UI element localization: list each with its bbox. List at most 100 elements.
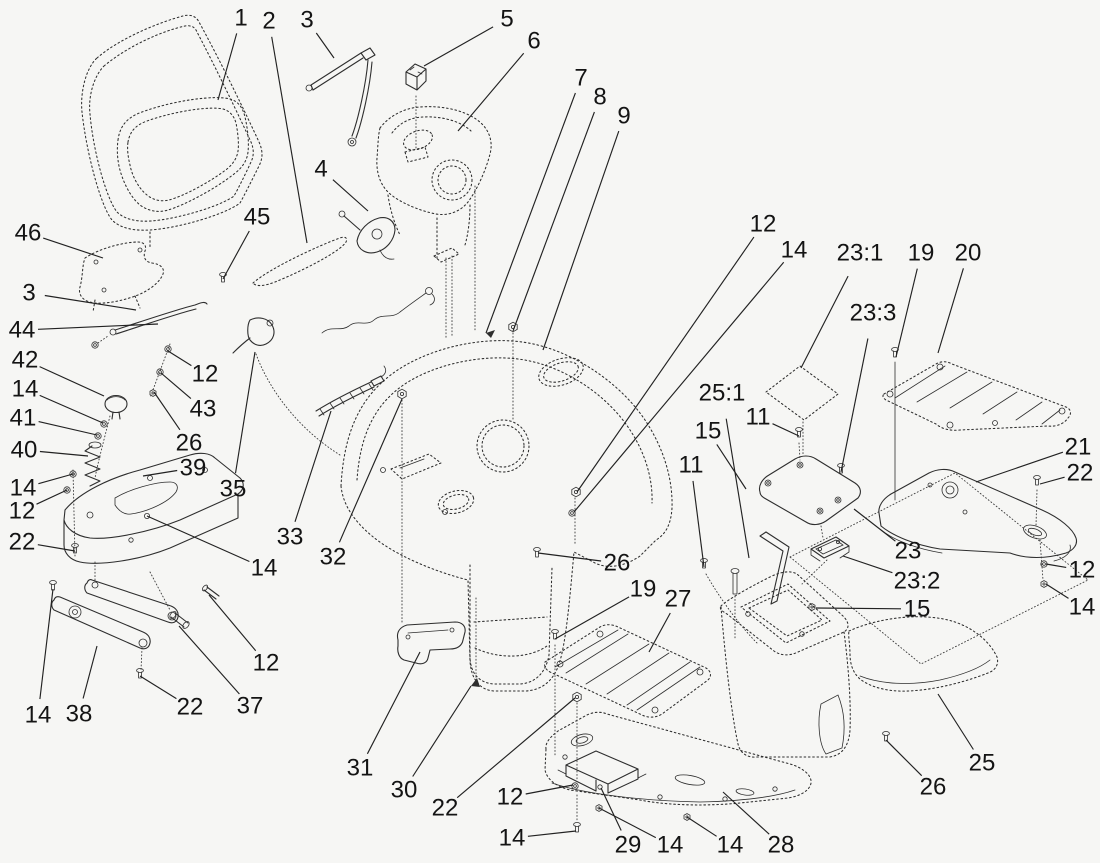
part-number: 26 — [604, 550, 631, 577]
leader-line — [37, 323, 159, 330]
callout-33: 33 — [277, 410, 332, 551]
ignition-key — [405, 63, 427, 151]
part-number: 23:1 — [837, 240, 884, 267]
leader-line — [315, 32, 335, 59]
callout-14: 14 — [598, 807, 683, 859]
leader-line — [692, 480, 705, 568]
part-number: 42 — [12, 347, 39, 374]
part-number: 29 — [615, 832, 642, 859]
leader-line — [598, 807, 657, 839]
part-number: 22 — [1067, 460, 1094, 487]
leader-line — [722, 791, 770, 835]
part-number: 38 — [66, 701, 93, 728]
part-number: 46 — [15, 220, 42, 247]
callout-7: 7 — [485, 65, 588, 334]
part-number: 1 — [234, 5, 247, 32]
part-number: 28 — [768, 832, 795, 859]
leader-line — [234, 351, 256, 474]
part-number: 30 — [391, 777, 418, 804]
leader-line — [527, 830, 577, 837]
callout-3: 3 — [22, 280, 137, 311]
part-number: 40 — [11, 437, 38, 464]
callout-40: 40 — [11, 437, 89, 464]
leader-line — [1039, 476, 1065, 485]
leader-line — [44, 294, 137, 311]
leader-line — [271, 36, 308, 244]
seat-latch — [338, 185, 476, 339]
leader-line — [338, 398, 403, 543]
part-number: 43 — [190, 396, 217, 423]
part-number: 25:1 — [699, 380, 746, 407]
leader-line — [153, 391, 181, 431]
part-number: 22 — [9, 529, 36, 556]
part-number: 15 — [904, 596, 931, 623]
leader-line — [37, 544, 76, 552]
right-console — [700, 531, 851, 758]
part-number: 32 — [320, 544, 347, 571]
callout-22: 22 — [139, 675, 203, 721]
leader-line — [43, 237, 104, 259]
leader-line — [38, 473, 74, 485]
leader-line — [542, 130, 620, 351]
leader-line — [885, 739, 923, 777]
part-number: 23:2 — [894, 568, 941, 595]
callout-14: 14 — [573, 237, 807, 513]
part-number: 26 — [176, 430, 203, 457]
part-number: 21 — [1065, 434, 1092, 461]
callout-12: 12 — [9, 489, 68, 525]
part-number: 12 — [1069, 557, 1096, 584]
part-number: 39 — [180, 455, 207, 482]
callout-42: 42 — [12, 347, 105, 397]
leader-line — [600, 787, 622, 831]
leader-line — [39, 394, 104, 424]
left-footrest — [544, 624, 711, 758]
callout-45: 45 — [222, 204, 270, 280]
leader-line — [1045, 563, 1067, 568]
mount-plate-group — [758, 365, 861, 585]
carriage-bolt — [397, 388, 407, 623]
leader-line — [139, 675, 177, 700]
callout-22: 22 — [9, 529, 76, 556]
part-number: 35 — [220, 476, 247, 503]
leader-line — [800, 275, 849, 369]
leader-line — [167, 350, 192, 367]
part-number: 19 — [908, 240, 935, 267]
callout-41: 41 — [10, 405, 98, 436]
callout-23:3: 23:3 — [840, 300, 896, 473]
leader-line — [840, 338, 869, 473]
leader-line — [648, 612, 671, 653]
right-footrest — [882, 347, 1071, 501]
callout-26: 26 — [885, 739, 946, 801]
ghost-plane — [789, 472, 1089, 665]
leader-line — [1045, 583, 1069, 599]
leader-line — [142, 469, 178, 477]
part-number: 5 — [500, 6, 513, 33]
callout-22: 22 — [432, 697, 576, 822]
callout-14: 14 — [1045, 583, 1095, 621]
leader-line — [423, 26, 494, 67]
callout-30: 30 — [391, 685, 472, 804]
part-number: 12 — [192, 361, 219, 388]
callout-2: 2 — [262, 8, 308, 244]
leader-line — [294, 410, 332, 522]
leader-line — [842, 555, 893, 574]
leader-line — [772, 423, 800, 437]
part-number: 4 — [314, 156, 327, 183]
callout-43: 43 — [160, 372, 217, 423]
callout-14: 14 — [25, 588, 54, 729]
leader-line — [39, 366, 105, 397]
leader-line — [457, 52, 525, 132]
callout-14: 14 — [10, 473, 74, 502]
body-shell — [340, 247, 673, 692]
leader-line — [512, 111, 595, 332]
part-number: 25 — [969, 750, 996, 777]
callout-23:1: 23:1 — [800, 240, 884, 369]
callout-20: 20 — [937, 240, 981, 354]
leader-line — [485, 92, 576, 334]
part-number: 11 — [679, 452, 704, 479]
leader-line — [412, 685, 472, 777]
callout-15: 15 — [695, 418, 747, 490]
leader-line — [366, 651, 421, 755]
part-number: 33 — [277, 524, 304, 551]
